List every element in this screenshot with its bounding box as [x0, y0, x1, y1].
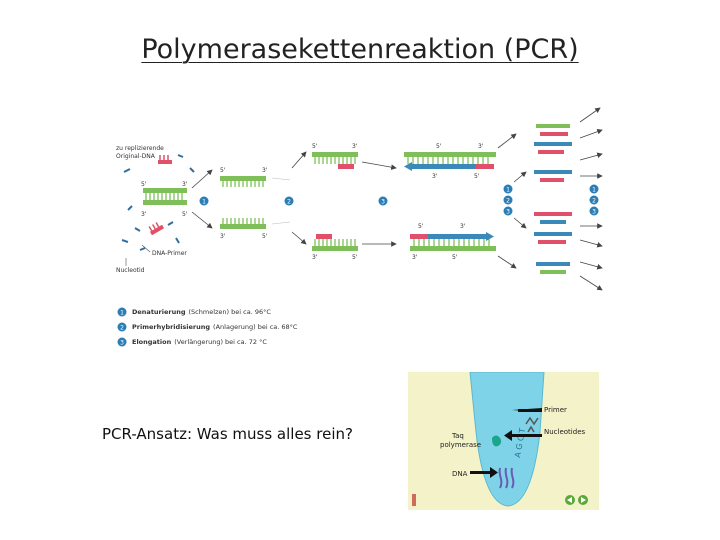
svg-text:3: 3: [592, 209, 596, 216]
tube-dna-label: DNA: [452, 470, 468, 478]
svg-text:Denaturierung(Schmelzen) bei c: Denaturierung(Schmelzen) bei ca. 96°C: [132, 308, 271, 316]
tube-nucleotides-label: Nucleotides: [544, 428, 585, 436]
pcr-tube-illustration: A G C T Primer Nucleotides Taq polymeras…: [408, 372, 599, 510]
step-badge: 3: [378, 196, 388, 206]
end-label: 3': [141, 211, 147, 218]
end-label: 5': [452, 254, 458, 261]
end-label: 5': [312, 143, 318, 150]
svg-text:1: 1: [592, 187, 596, 194]
legend-name: Elongation: [132, 338, 172, 346]
legend-item: 2 Primerhybridisierung(Anlagerung) bei c…: [117, 322, 298, 332]
slide-caption: PCR-Ansatz: Was muss alles rein?: [102, 425, 353, 443]
annealed-strand-bottom: [312, 234, 358, 251]
legend-item: 3 Elongation(Verlängerung) bei ca. 72 °C: [117, 337, 267, 347]
legend-name: Denaturierung: [132, 308, 186, 316]
end-label: 5': [474, 173, 480, 180]
step-badge: 2: [284, 196, 294, 206]
svg-text:1: 1: [120, 310, 124, 317]
original-dna-helix: [143, 188, 187, 205]
end-label: 3': [432, 173, 438, 180]
elongated-strand-top: [404, 152, 496, 171]
end-label: 5': [220, 167, 226, 174]
logo-icon: [412, 494, 416, 506]
legend-item: 1 Denaturierung(Schmelzen) bei ca. 96°C: [117, 307, 271, 317]
dna-icon: [498, 467, 515, 489]
tube-taq-label-line2: polymerase: [440, 441, 481, 449]
end-label: 3': [412, 254, 418, 261]
svg-text:1: 1: [202, 199, 206, 206]
end-label: 5': [436, 143, 442, 150]
primer-glyph: [148, 155, 172, 236]
template-label-line1: zu replizierende: [116, 145, 164, 152]
nav-controls[interactable]: [565, 495, 588, 505]
slide-title: Polymerasekettenreaktion (PCR): [141, 34, 579, 65]
end-label: 3': [182, 181, 188, 188]
end-label: 3': [312, 254, 318, 261]
svg-text:1: 1: [506, 187, 510, 194]
svg-text:3: 3: [506, 209, 510, 216]
single-strand-bottom: [220, 218, 266, 229]
end-label: 3': [478, 143, 484, 150]
svg-text:2: 2: [120, 325, 124, 332]
end-label: 5': [182, 211, 188, 218]
svg-text:2: 2: [506, 198, 510, 205]
template-label-line2: Original-DNA: [116, 153, 156, 160]
end-label: 3': [220, 233, 226, 240]
nucleotide-label: Nucleotid: [116, 267, 145, 274]
cycle-step-stack: 1 2 3: [503, 184, 513, 216]
end-label: 5': [418, 223, 424, 230]
svg-text:Elongation(Verlängerung) bei c: Elongation(Verlängerung) bei ca. 72 °C: [132, 338, 267, 346]
polymerase-icon: [492, 435, 502, 447]
tube-primer-label: Primer: [544, 406, 567, 414]
end-label: 5': [352, 254, 358, 261]
svg-text:2: 2: [592, 198, 596, 205]
cycle-step-stack: 1 2 3: [589, 184, 599, 216]
svg-text:3: 3: [120, 340, 124, 347]
legend-name: Primerhybridisierung: [132, 323, 210, 331]
nucleotide-glyph: [121, 154, 195, 251]
svg-text:3: 3: [381, 199, 385, 206]
tube-taq-label-line1: Taq: [451, 432, 464, 440]
end-label: 3': [460, 223, 466, 230]
end-label: 3': [262, 167, 268, 174]
elongated-strand-bottom: [410, 232, 496, 251]
primer-label: DNA-Primer: [152, 250, 187, 257]
product-strands: [534, 124, 572, 274]
svg-text:Primerhybridisierung(Anlagerun: Primerhybridisierung(Anlagerung) bei ca.…: [132, 323, 298, 331]
end-label: 5': [141, 181, 147, 188]
primer-icon: [525, 416, 539, 433]
end-label: 5': [262, 233, 268, 240]
single-strand-top: [220, 176, 266, 187]
end-label: 3': [352, 143, 358, 150]
step-badge: 1: [199, 196, 209, 206]
legend-detail: (Anlagerung) bei ca. 68°C: [213, 323, 298, 331]
svg-text:2: 2: [287, 199, 291, 206]
annealed-strand-top: [312, 152, 358, 169]
legend-detail: (Schmelzen) bei ca. 96°C: [189, 308, 272, 316]
legend-detail: (Verlängerung) bei ca. 72 °C: [174, 338, 267, 346]
